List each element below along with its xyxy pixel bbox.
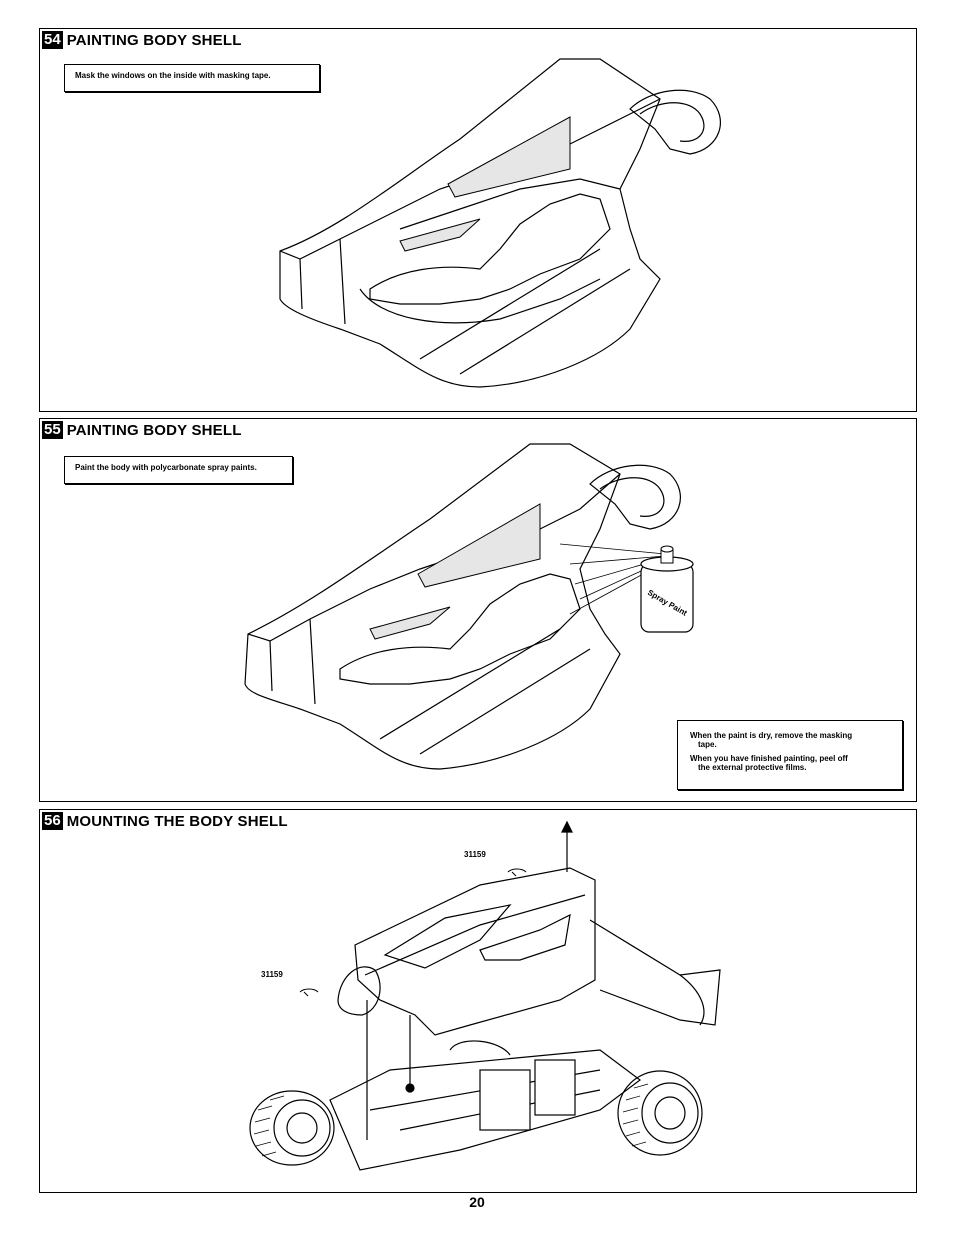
step-number: 54 bbox=[42, 31, 63, 49]
note-line: the external protective films. bbox=[698, 763, 807, 772]
part-callout-31159: 31159 bbox=[464, 850, 486, 859]
spray-paint-note: Paint the body with polycarbonate spray … bbox=[64, 456, 293, 484]
step-54-header: 54 PAINTING BODY SHELL bbox=[42, 31, 242, 49]
step-56-header: 56 MOUNTING THE BODY SHELL bbox=[42, 812, 288, 830]
step-54-panel: 54 PAINTING BODY SHELL Mask the windows … bbox=[39, 28, 917, 412]
dry-paint-note: When the paint is dry, remove the maskin… bbox=[677, 720, 903, 790]
spray-can-icon bbox=[640, 545, 694, 633]
body-shell-illustration bbox=[279, 58, 721, 388]
chassis-assembly-illustration bbox=[249, 820, 721, 1171]
note-line: When you have finished painting, peel of… bbox=[690, 754, 848, 763]
body-shell-spray-illustration: Spray Paint bbox=[244, 443, 694, 770]
note-text: Paint the body with polycarbonate spray … bbox=[75, 463, 257, 472]
step-title: MOUNTING THE BODY SHELL bbox=[66, 812, 288, 830]
page-number: 20 bbox=[469, 1194, 485, 1210]
masking-note: Mask the windows on the inside with mask… bbox=[64, 64, 320, 92]
step-title: PAINTING BODY SHELL bbox=[66, 31, 242, 49]
step-number: 55 bbox=[42, 421, 63, 439]
step-56-panel: 56 MOUNTING THE BODY SHELL 31159 31159 bbox=[39, 809, 917, 1193]
step-55-panel: 55 PAINTING BODY SHELL Paint the body wi… bbox=[39, 418, 917, 802]
step-title: PAINTING BODY SHELL bbox=[66, 421, 242, 439]
note-text: Mask the windows on the inside with mask… bbox=[75, 71, 271, 80]
note-line: When the paint is dry, remove the maskin… bbox=[690, 731, 853, 740]
step-55-header: 55 PAINTING BODY SHELL bbox=[42, 421, 242, 439]
note-line: tape. bbox=[698, 740, 717, 749]
part-callout-31159: 31159 bbox=[261, 970, 283, 979]
step-number: 56 bbox=[42, 812, 63, 830]
